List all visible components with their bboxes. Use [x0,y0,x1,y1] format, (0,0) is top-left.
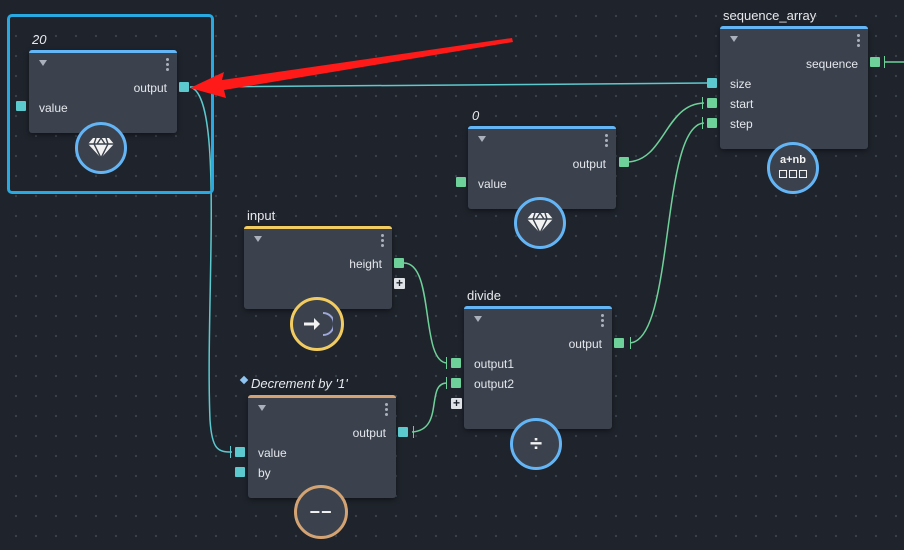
divide-node[interactable]: output output1 output2 [464,306,612,429]
port-connector-tick [884,56,885,68]
node-menu-icon[interactable] [381,234,384,249]
add-output-icon[interactable]: + [394,276,405,290]
port-connector-tick [702,97,703,109]
size-label: size [730,77,752,91]
add-input-icon[interactable]: + [451,396,462,410]
port-connector-tick [630,337,631,349]
wire-divide-to-step [629,122,705,344]
decrement-node-title: Decrement by '1' [251,376,348,391]
output1-label: output1 [474,357,515,371]
value-label: value [258,446,287,460]
collapse-icon[interactable] [258,405,266,411]
size-input-port[interactable] [707,78,717,88]
divide-node-title: divide [467,288,501,303]
node-menu-icon[interactable] [166,58,169,73]
step-label: step [730,117,753,131]
output-label: output [572,157,606,171]
wire-height-to-output1 [403,262,448,364]
collapse-icon[interactable] [478,136,486,142]
node-header-bar [468,126,616,129]
output-label: output [568,337,602,351]
output-port[interactable] [619,157,629,167]
sequence-node-title: sequence_array [723,8,817,23]
input-badge [290,297,344,351]
output2-label: output2 [474,377,515,391]
sequence-boxes-icon [779,169,807,178]
collapse-icon[interactable] [254,236,262,242]
height-label: height [349,257,382,271]
output2-input-port[interactable] [451,378,461,388]
start-input-port[interactable] [707,98,717,108]
value-node-0[interactable]: output value [468,126,616,209]
divide-badge: ÷ [510,418,562,470]
node-menu-icon[interactable] [601,314,604,329]
wire-20-to-size [189,82,708,88]
step-input-port[interactable] [707,118,717,128]
value-label: value [478,177,507,191]
decrement-output-port[interactable] [398,427,408,437]
input-node-title: input [247,208,276,223]
output1-input-port[interactable] [451,358,461,368]
sequence-array-node[interactable]: sequence size start step [720,26,868,149]
node-header-bar [248,395,396,398]
sequence-icon-text: a+nb [780,153,806,166]
port-connector-tick [446,357,447,369]
port-connector-tick [446,377,447,389]
output-label: output [352,426,386,440]
value-label: value [39,101,68,115]
decrement-node[interactable]: output value by [248,395,396,498]
node-header-bar [464,306,612,309]
node-menu-icon[interactable] [857,34,860,49]
sequence-output-label: sequence [805,57,858,71]
diamond-badge [75,122,127,174]
diamond-badge [514,197,566,249]
start-label: start [730,97,754,111]
divide-output-port[interactable] [614,338,624,348]
node-20-title: 20 [32,32,47,47]
node-menu-icon[interactable] [385,403,388,418]
collapse-icon[interactable] [39,60,47,66]
selection-frame [7,14,214,194]
node-header-bar [244,226,392,229]
diamond-small-icon [239,375,249,385]
divide-icon: ÷ [529,431,543,456]
height-output-port[interactable] [394,258,404,268]
decrement-by-input-port[interactable] [235,467,245,477]
decrement-value-input-port[interactable] [235,447,245,457]
value-node-20[interactable]: output value [29,50,177,133]
port-connector-tick [702,117,703,129]
wire-decrement-to-output2 [411,382,448,433]
sequence-output-port[interactable] [870,57,880,67]
port-connector-tick [413,426,414,438]
node-header-bar [720,26,868,29]
diamond-icon [527,212,553,234]
output-label: output [133,81,167,95]
input-node[interactable]: height [244,226,392,309]
value-input-port[interactable] [456,177,466,187]
wire-0-to-start [627,102,705,163]
sequence-icon: a+nb [779,153,807,182]
output-port[interactable] [179,82,189,92]
node-menu-icon[interactable] [605,134,608,149]
node-0-title: 0 [472,108,480,123]
input-arrow-icon [304,312,333,336]
by-label: by [258,466,271,480]
port-connector-tick [230,446,231,458]
value-input-port[interactable] [16,101,26,111]
diamond-icon [88,137,114,159]
node-header-bar [29,50,177,53]
sequence-badge: a+nb [767,142,819,194]
decrement-badge: −− [294,485,348,539]
collapse-icon[interactable] [730,36,738,42]
decrement-icon: −− [309,501,333,522]
collapse-icon[interactable] [474,316,482,322]
